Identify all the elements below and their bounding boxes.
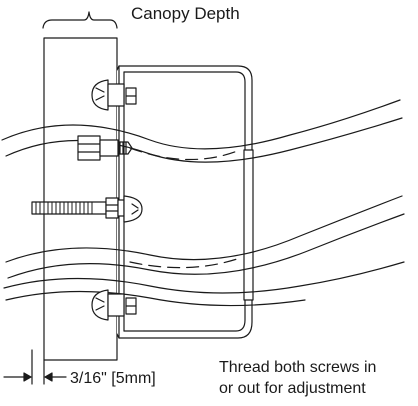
canopy-depth-label: Canopy Depth bbox=[131, 4, 240, 23]
bottom-mounting-screw bbox=[91, 289, 137, 321]
threaded-stud-upper bbox=[77, 135, 133, 161]
adjustment-screw bbox=[31, 195, 143, 223]
adjustment-note-line-2: or out for adjustment bbox=[219, 380, 366, 397]
canopy-depth-bracket bbox=[42, 11, 118, 29]
lower-wire bbox=[3, 261, 405, 307]
middle-wire bbox=[5, 195, 405, 279]
adjustment-note: Thread both screws in or out for adjustm… bbox=[219, 357, 376, 399]
gap-dimension-label: 3/16" [5mm] bbox=[70, 370, 156, 387]
adjustment-note-line-1: Thread both screws in bbox=[219, 359, 377, 376]
gap-dimension bbox=[3, 349, 67, 385]
top-mounting-screw bbox=[91, 79, 137, 111]
upper-wire bbox=[1, 99, 403, 163]
